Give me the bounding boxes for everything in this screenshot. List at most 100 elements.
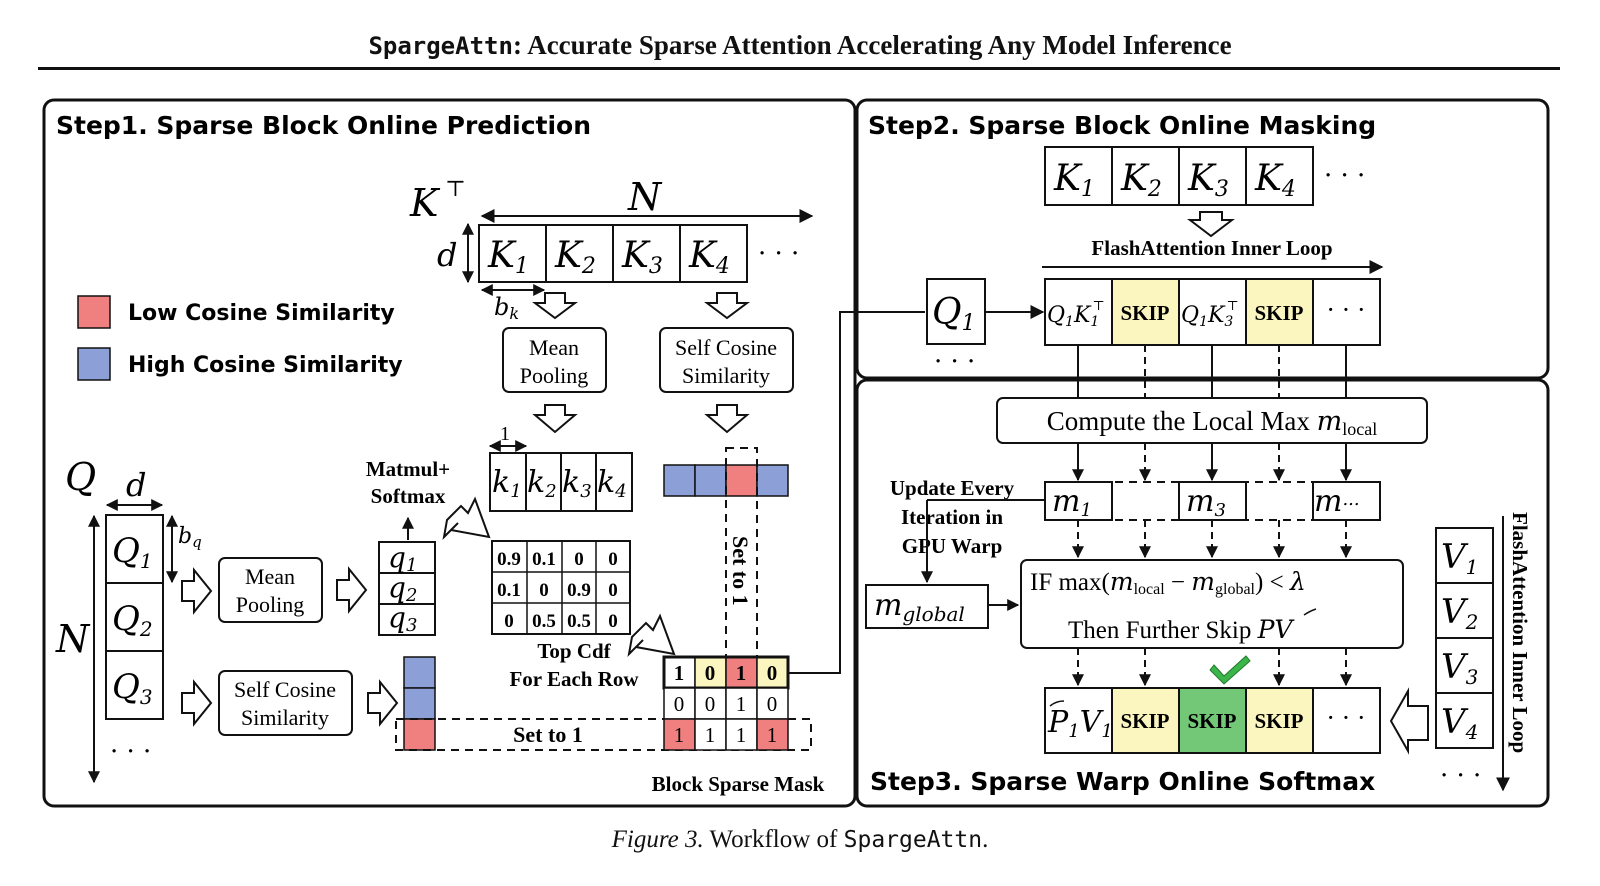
step2-panel — [855, 98, 1550, 380]
skip-cell — [1111, 278, 1180, 346]
condition-sub: local — [1134, 581, 1166, 598]
qk-k-sub: 1 — [1090, 314, 1099, 330]
v-block-base: V — [1441, 592, 1469, 632]
mask-value: 1 — [674, 723, 685, 747]
pv-v: V — [1080, 705, 1105, 740]
condition-m: m — [1191, 567, 1215, 596]
hollow-arrow-down — [704, 404, 750, 434]
attention-value: 0.1 — [497, 580, 521, 601]
q-similarity-strip — [403, 656, 436, 751]
qk-k-sub: 3 — [1224, 314, 1233, 330]
v-block — [1435, 637, 1494, 694]
mask-value: 0 — [705, 661, 716, 685]
small-k-sub: 1 — [510, 481, 521, 502]
attention-value: 0 — [608, 580, 618, 601]
hollow-arrow-down — [532, 404, 578, 434]
kt-blocks: K1 K2 K3 K4 — [478, 224, 748, 283]
k-block-base: K — [1053, 158, 1083, 199]
k-block-base: K — [1120, 158, 1150, 199]
tilde-mark — [1049, 700, 1065, 707]
svg-text:bk: bk — [494, 293, 519, 323]
v-block-sub: 3 — [1466, 665, 1479, 689]
legend-high-swatch — [77, 347, 111, 381]
small-k-sub: 2 — [544, 481, 556, 502]
svg-text:K1: K1 — [487, 235, 529, 279]
small-k-blocks: k1 k2 k3 k4 — [489, 452, 633, 512]
caption-text: Workflow of — [703, 826, 844, 853]
small-q-sub: 1 — [406, 555, 417, 576]
sim-cell-high — [694, 464, 727, 497]
k-block-base: K — [554, 235, 584, 276]
svg-text:K2: K2 — [1120, 158, 1162, 202]
mask-cell — [694, 718, 727, 751]
small-k-block — [489, 452, 527, 512]
bk-label: b — [494, 293, 509, 321]
qk-sup: ⊤ — [1092, 299, 1104, 314]
kt-sup: ⊤ — [445, 177, 466, 202]
mask-to-q1-connector — [788, 311, 925, 674]
v-block — [1435, 582, 1494, 639]
k-block — [1178, 146, 1247, 206]
k-similarity-strip — [663, 464, 789, 497]
figure-caption: Figure 3. Workflow of SpargeAttn. — [0, 826, 1600, 854]
hollow-arrow-right — [181, 679, 213, 727]
k-block — [1245, 146, 1314, 206]
q-block-base: Q — [112, 599, 140, 639]
v-block-base: V — [1441, 647, 1469, 687]
further-skip-label: SKIP — [1187, 709, 1236, 733]
step3-title: Step3. Sparse Warp Online Softmax — [870, 767, 1375, 796]
k-block — [1044, 146, 1113, 206]
local-max-m: m — [1317, 406, 1343, 437]
svg-text:Then Further Skip PV: Then Further Skip PV — [1068, 615, 1295, 644]
svg-text:V4: V4 — [1441, 702, 1478, 744]
mask-value: 1 — [736, 661, 747, 685]
pv-v-sub: 1 — [1101, 721, 1112, 742]
mean-pooling-box-k — [502, 327, 607, 393]
kt-label: K — [409, 181, 441, 225]
step1-panel — [42, 98, 857, 808]
mask-value: 1 — [736, 723, 747, 747]
attention-matrix: 0.9 0.1 0 0 0.1 0 0.9 0 0 0.5 0.5 0 — [491, 540, 631, 635]
d-label-top: d — [437, 236, 457, 274]
attention-matrix-frame — [491, 540, 631, 635]
one-width-label: 1 — [500, 423, 510, 445]
skip-label: SKIP — [1120, 301, 1169, 325]
sim-cell-low — [403, 718, 436, 751]
mask-cell — [663, 687, 696, 720]
small-q-base: q — [388, 541, 406, 574]
svg-text:q2: q2 — [388, 571, 417, 606]
qk-row: Q1K1⊤ SKIP Q1K3⊤ SKIP · · · — [1044, 278, 1381, 346]
svg-text:k4: k4 — [597, 465, 627, 502]
condition-p: P — [1257, 615, 1276, 644]
q-block — [105, 650, 164, 720]
svg-text:k3: k3 — [562, 465, 592, 502]
condition-sub: global — [1215, 581, 1256, 598]
svg-text:K4: K4 — [688, 235, 730, 279]
block-sparse-mask: 1 0 1 0 0 0 1 0 1 1 1 1 — [662, 655, 790, 751]
attention-value: 0 — [574, 549, 584, 570]
k-ellipsis: · · · — [758, 239, 799, 269]
small-k-sub: 3 — [580, 481, 591, 502]
k-block-base: K — [621, 235, 651, 276]
mean-pooling-label: Pooling — [236, 592, 304, 617]
svg-text:Q1K3⊤: Q1K3⊤ — [1181, 299, 1239, 330]
mask-cell — [725, 718, 758, 751]
svg-text:P1V1: P1V1 — [1047, 705, 1113, 742]
inner-loop-label-vertical: FlashAttention Inner Loop — [1508, 512, 1532, 753]
k-block-sub: 1 — [1081, 177, 1095, 202]
svg-text:m...: m... — [1314, 484, 1360, 519]
legend-low-swatch — [77, 295, 111, 329]
mean-pooling-box-q — [218, 557, 323, 623]
self-cosine-label: Self Cosine — [234, 677, 336, 702]
mask-cell — [663, 718, 696, 751]
inner-loop-label: FlashAttention Inner Loop — [1091, 236, 1332, 260]
skip-label: SKIP — [1254, 301, 1303, 325]
svg-text:K3: K3 — [621, 235, 663, 279]
m-node-base: m — [1314, 484, 1342, 519]
q1-block — [926, 278, 986, 345]
k-block — [478, 224, 547, 283]
small-q-base: q — [388, 601, 406, 634]
q-block — [105, 582, 164, 652]
mask-value: 0 — [674, 692, 685, 716]
tilde-mark — [1303, 608, 1317, 616]
